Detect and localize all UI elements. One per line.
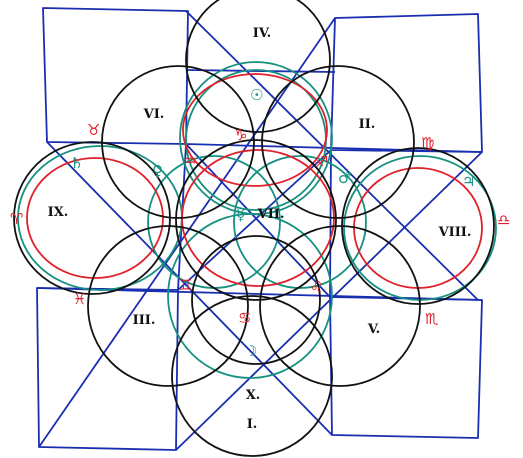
- teal-circle-top: [179, 61, 333, 215]
- black-circle-ii: [261, 65, 415, 219]
- diagonal-2: [185, 10, 479, 301]
- square-bottom-left: [36, 287, 179, 451]
- aquarius-icon: ♒: [183, 152, 196, 170]
- black-circle-x: [191, 235, 321, 365]
- sagittarius-icon: ♐: [315, 153, 328, 171]
- frame-right-vertical: [329, 149, 332, 298]
- mars-icon: ♂: [338, 169, 351, 187]
- moon-icon: ☽: [244, 342, 257, 360]
- diagonal-6: [177, 149, 332, 291]
- region-label-vi: VI.: [143, 107, 165, 122]
- mercury-icon: ☿: [236, 206, 245, 224]
- black-circle-viii: [341, 147, 495, 305]
- region-label-iv: IV.: [253, 26, 271, 41]
- diagonal-3: [38, 17, 336, 448]
- jupiter-icon: ♃: [462, 172, 475, 190]
- gemini-icon: ♊: [179, 276, 192, 294]
- region-labels: I. II. III. IV. V. VI. VII. VIII. IX. X.: [48, 26, 472, 432]
- black-circle-iv: [185, 0, 331, 133]
- diagonal-1: [46, 141, 333, 436]
- teal-circle-lower: [167, 213, 333, 379]
- square-top-left: [42, 7, 189, 145]
- libra-icon: ♎: [497, 211, 510, 229]
- region-label-x: X.: [246, 388, 261, 403]
- black-circle-v: [259, 225, 421, 387]
- virgo-icon: ♍: [421, 134, 434, 152]
- teal-circle-center-b: [233, 155, 367, 289]
- black-circles: [13, 0, 495, 457]
- region-label-ii: II.: [359, 117, 376, 132]
- black-circle-i: [171, 295, 333, 457]
- aries-icon: ♈: [10, 210, 23, 228]
- black-circle-iii: [87, 225, 249, 387]
- square-top-right: [330, 13, 483, 153]
- region-label-iii: III.: [133, 313, 156, 328]
- region-label-ix: IX.: [48, 205, 69, 220]
- planet-symbols: ☉ ☽ ☿ ♀ ♂ ♃ ♄: [70, 86, 475, 360]
- zodiac-symbols: ♈ ♉ ♊ ♋ ♌ ♍ ♎ ♏ ♐ ♑ ♒ ♓: [10, 121, 510, 328]
- scorpio-icon: ♏: [425, 310, 439, 328]
- region-label-vii: VII.: [257, 207, 285, 222]
- saturn-icon: ♄: [70, 154, 83, 172]
- taurus-icon: ♉: [87, 121, 100, 139]
- red-circles: [26, 73, 483, 289]
- capricorn-icon: ♑: [234, 126, 247, 144]
- leo-icon: ♌: [310, 278, 323, 296]
- black-circle-ix: [13, 141, 171, 295]
- cancer-icon: ♋: [238, 309, 251, 327]
- region-label-i: I.: [247, 417, 258, 432]
- frame-mid-top: [185, 143, 483, 153]
- black-circle-center: [175, 139, 337, 301]
- sun-icon: ☉: [250, 86, 263, 104]
- square-bottom-right: [329, 296, 483, 439]
- venus-icon: ♀: [152, 162, 163, 180]
- region-label-viii: VIII.: [438, 225, 472, 240]
- red-circle-left: [26, 157, 164, 279]
- diagonal-4: [175, 151, 483, 451]
- pisces-icon: ♓: [73, 290, 86, 308]
- region-label-v: V.: [367, 322, 380, 337]
- red-circle-top: [182, 73, 328, 187]
